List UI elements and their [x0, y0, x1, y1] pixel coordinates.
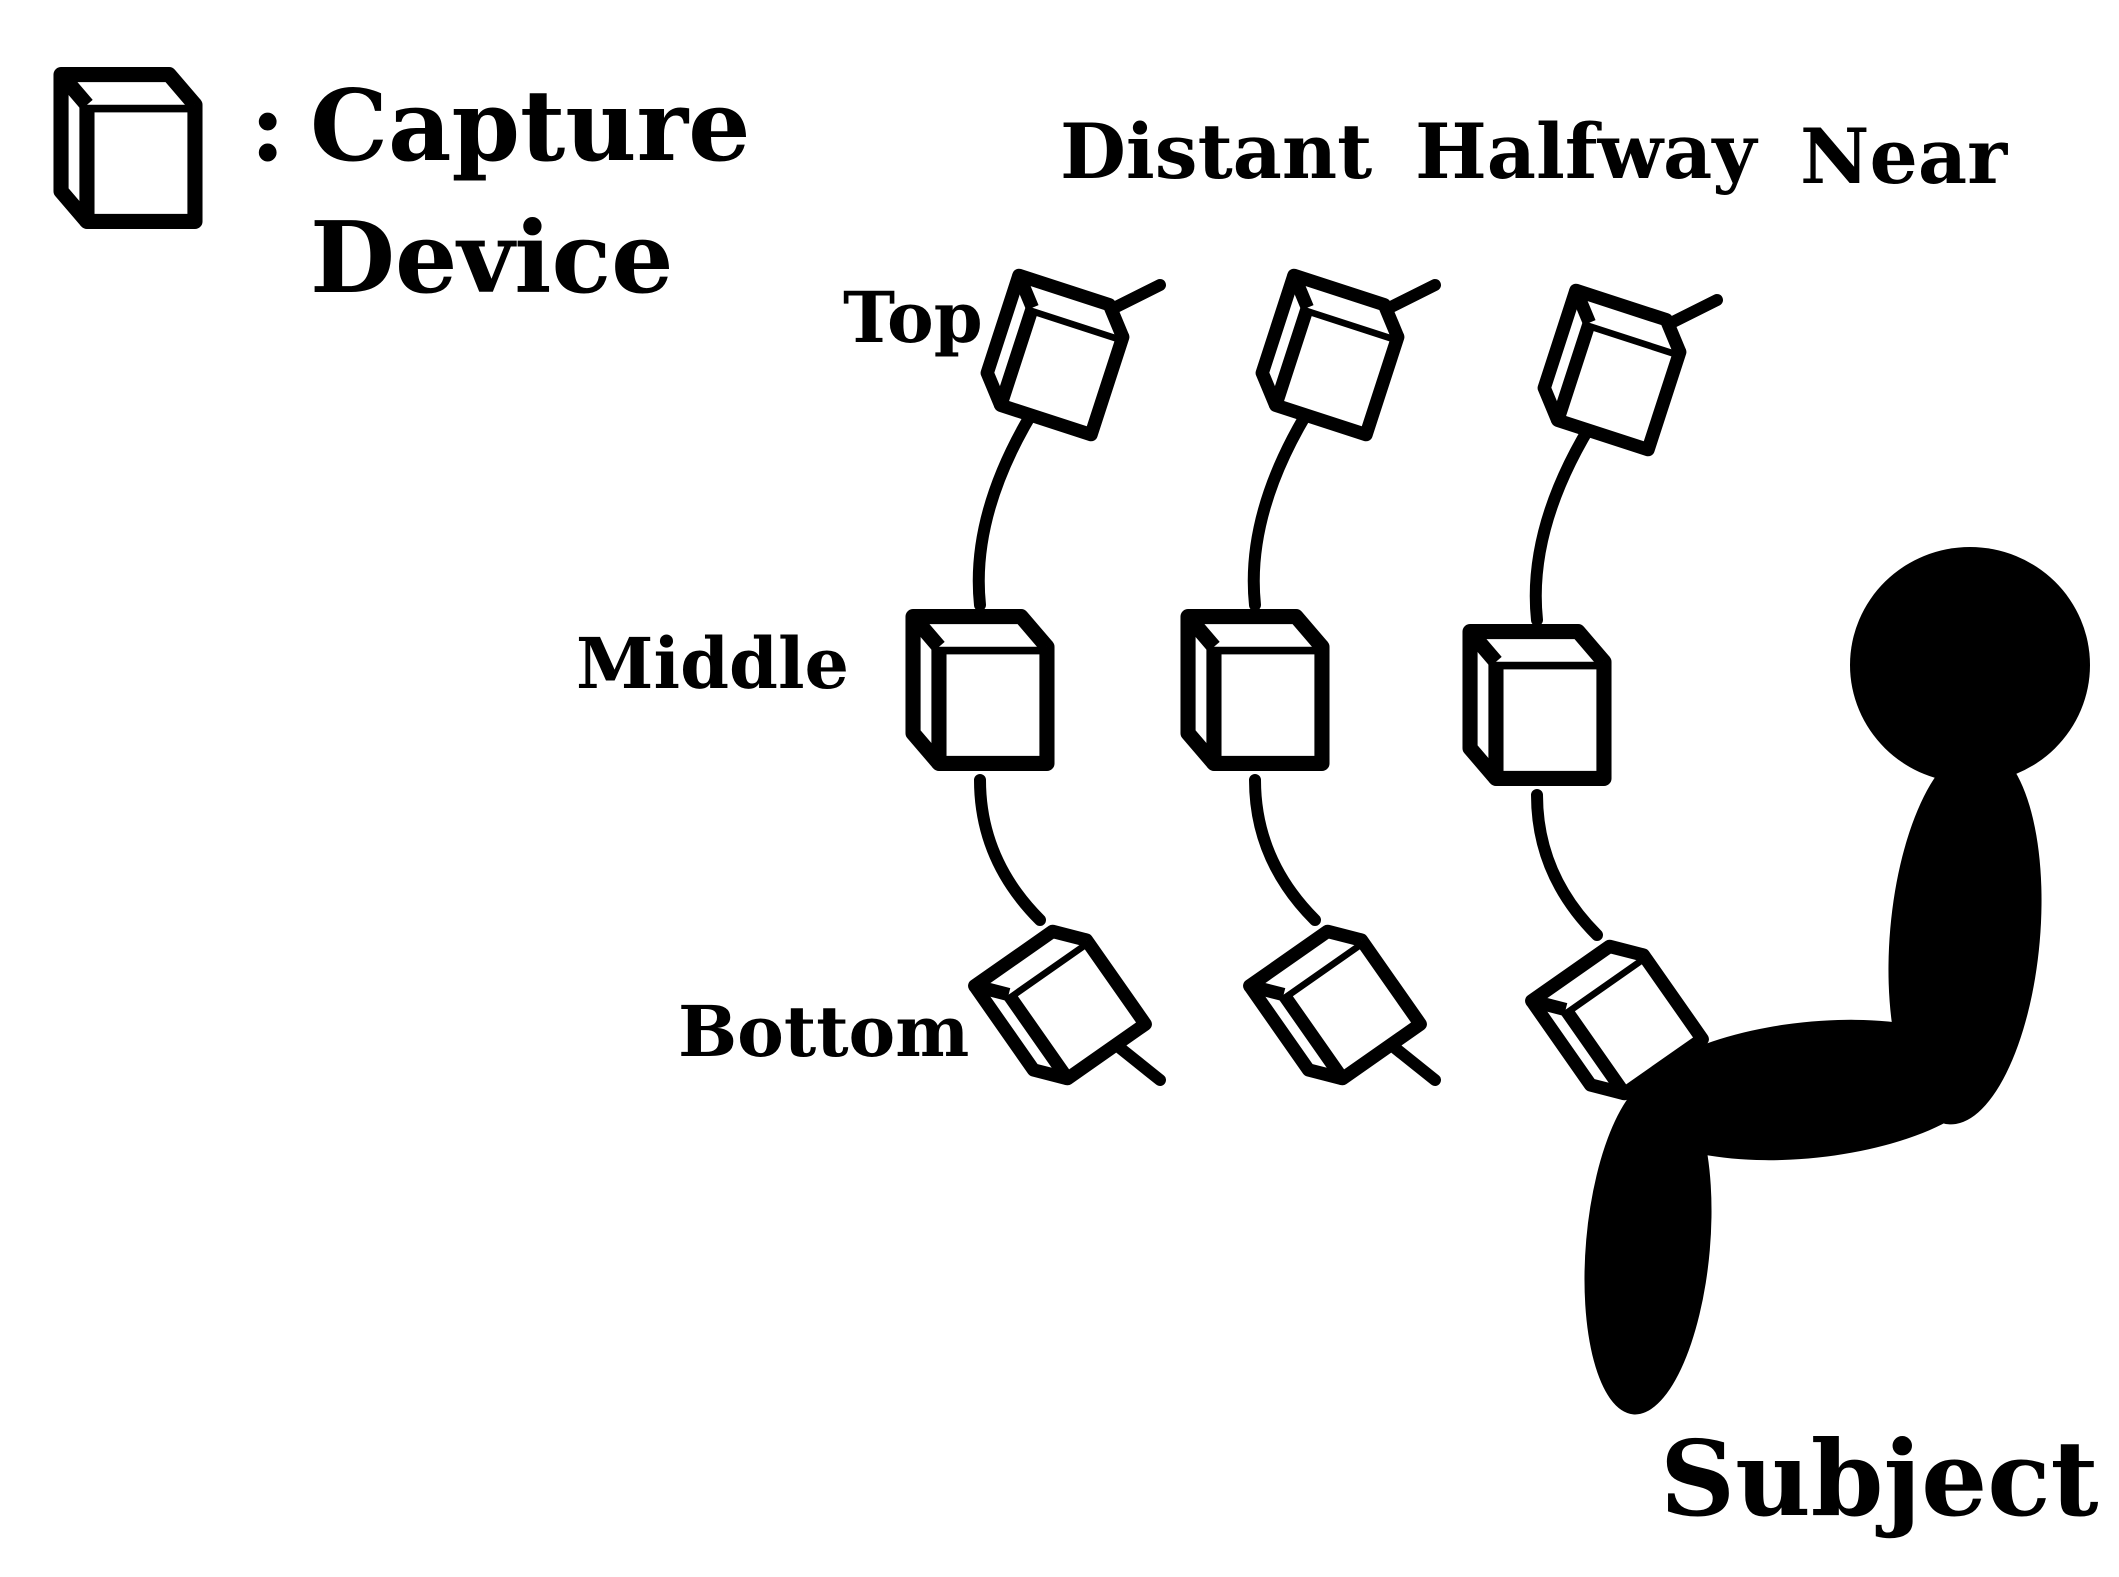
subject-head [1850, 547, 2090, 783]
subject-lower-leg [1584, 1075, 1712, 1415]
camera-rig-halfway [1188, 275, 1435, 1091]
legend: : Capture Device [61, 69, 751, 316]
distant-label: Distant [1060, 107, 1372, 196]
subject-thigh [1630, 1019, 1990, 1161]
legend-label-line1: Capture [310, 69, 751, 184]
camera-rig-near [1470, 290, 1717, 1106]
near-label: Near [1800, 112, 2008, 201]
subject-label: Subject [1660, 1417, 2099, 1540]
middle-label: Middle [576, 622, 849, 705]
bottom-label: Bottom [678, 990, 969, 1073]
subject-figure [1584, 547, 2090, 1415]
cube-icon [61, 75, 195, 222]
halfway-label: Halfway [1415, 107, 1758, 196]
camera-rig-distant [913, 275, 1160, 1091]
top-label: Top [843, 276, 983, 359]
legend-label-line2: Device [310, 201, 674, 316]
legend-separator: : [250, 70, 285, 183]
